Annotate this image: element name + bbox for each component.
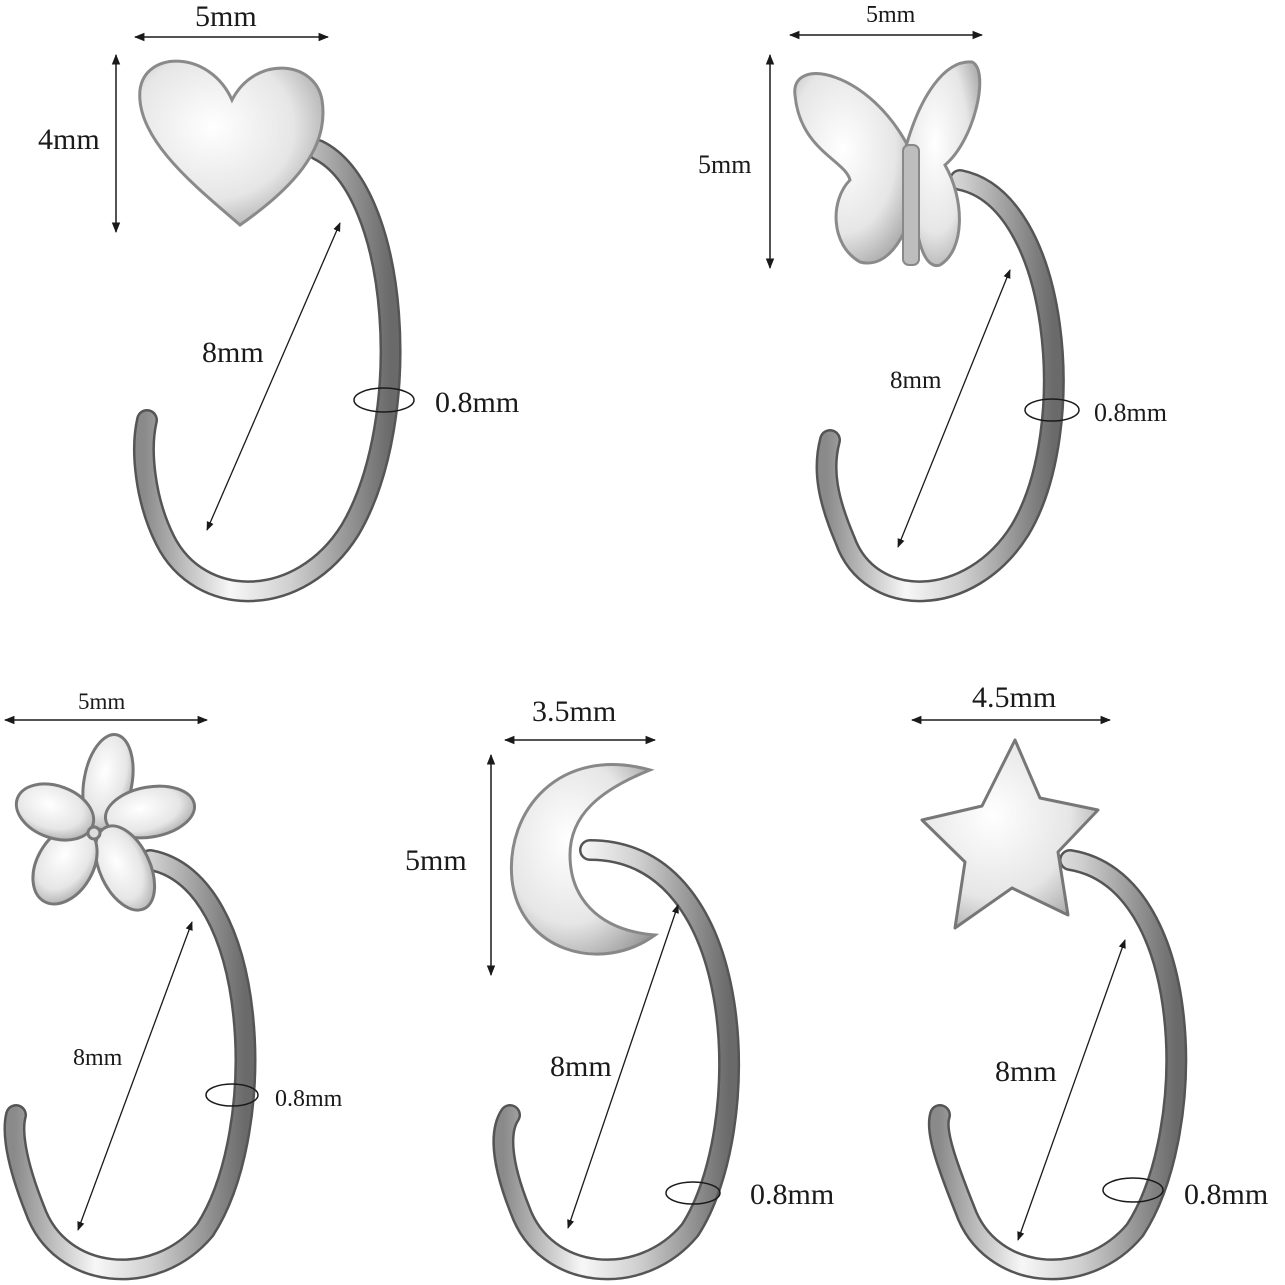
star-thickness-label: 0.8mm <box>1184 1178 1269 1211</box>
moon-height-label: 5mm <box>405 844 467 877</box>
butterfly-width-label: 5mm <box>866 2 916 28</box>
flower-diameter-label: 8mm <box>73 1045 123 1071</box>
butterfly-earring <box>765 30 1080 603</box>
star-width-label: 4.5mm <box>972 681 1057 714</box>
butterfly-diameter-label: 8mm <box>890 367 942 394</box>
flower-earring <box>3 715 259 1281</box>
flower-width-label: 5mm <box>78 689 126 714</box>
heart-width-label: 5mm <box>195 0 257 33</box>
heart-earring <box>111 32 415 603</box>
star-diameter-label: 8mm <box>995 1055 1057 1088</box>
star-earring <box>910 715 1188 1281</box>
moon-thickness-label: 0.8mm <box>750 1178 835 1211</box>
flower-thickness-label: 0.8mm <box>275 1086 343 1112</box>
flower-charm-icon <box>14 733 197 912</box>
moon-width-label: 3.5mm <box>532 695 617 728</box>
moon-diameter-label: 8mm <box>550 1050 612 1083</box>
heart-diameter-label: 8mm <box>202 336 264 369</box>
star-charm-icon <box>920 738 1100 930</box>
heart-charm-icon <box>138 59 325 227</box>
butterfly-thickness-label: 0.8mm <box>1094 398 1167 427</box>
butterfly-charm-icon <box>793 60 982 267</box>
heart-height-label: 4mm <box>38 123 100 156</box>
heart-thickness-label: 0.8mm <box>435 386 520 419</box>
butterfly-height-label: 5mm <box>698 150 752 179</box>
moon-earring <box>486 735 741 1281</box>
